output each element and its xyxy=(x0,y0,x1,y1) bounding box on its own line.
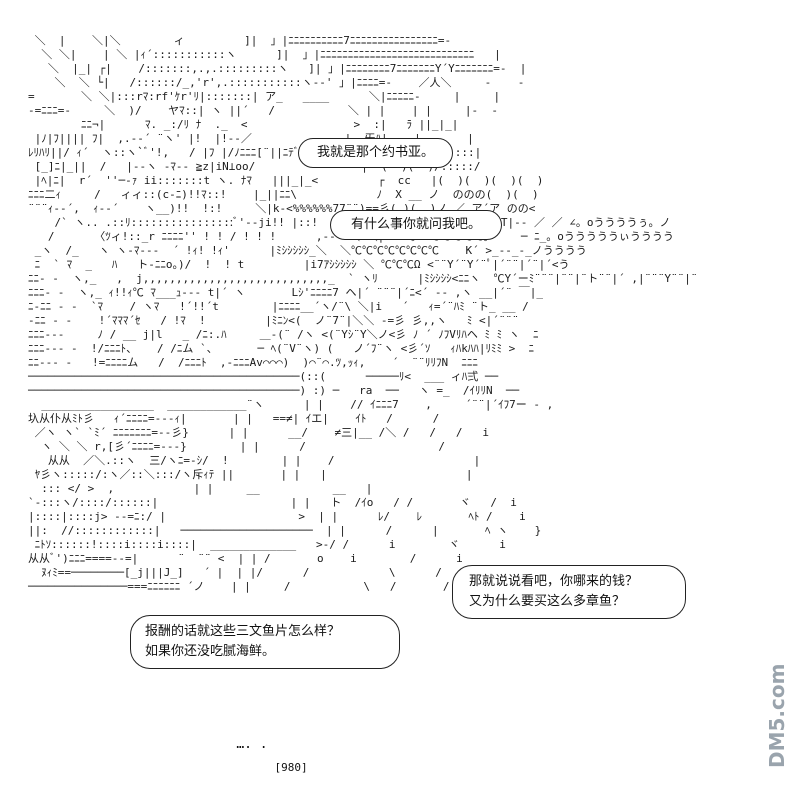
speech-bubble-1: 我就是那个约书亚。 xyxy=(298,138,454,168)
counter-dots: …. . xyxy=(236,737,268,752)
speech-bubble-4-line-2: 如果你还没吃腻海鲜。 xyxy=(145,644,276,659)
counter-value-box: [980] xyxy=(248,748,308,787)
speech-bubble-3-line-2: 又为什么要买这么多章鱼？ xyxy=(469,594,626,609)
dm5-watermark-logo: DM5.com xyxy=(760,662,794,772)
ascii-art-background: ＼ | ＼|＼ ィ ]| 」|ﾆﾆﾆﾆﾆﾆﾆﾆﾆﾆ7ﾆﾆﾆﾆﾆﾆﾆﾆﾆﾆﾆﾆﾆﾆ… xyxy=(28,34,698,593)
speech-bubble-3: 那就说说看吧，你哪来的钱？ 又为什么要买这么多章鱼？ xyxy=(452,565,686,619)
speech-bubble-4-line-1: 报酬的话就这些三文鱼片怎么样？ xyxy=(145,624,341,639)
speech-bubble-1-text: 我就是那个约书亚。 xyxy=(317,145,435,160)
speech-bubble-2: 有什么事你就问我吧。 xyxy=(330,210,503,240)
watermark-text: DM5.com xyxy=(765,664,789,768)
speech-bubble-4: 报酬的话就这些三文鱼片怎么样？ 如果你还没吃腻海鲜。 xyxy=(130,615,400,669)
counter-box: …. . xyxy=(205,722,268,767)
counter-value: [980] xyxy=(274,761,308,774)
speech-bubble-2-text: 有什么事你就问我吧。 xyxy=(351,217,482,232)
speech-bubble-3-line-1: 那就说说看吧，你哪来的钱？ xyxy=(469,574,639,589)
